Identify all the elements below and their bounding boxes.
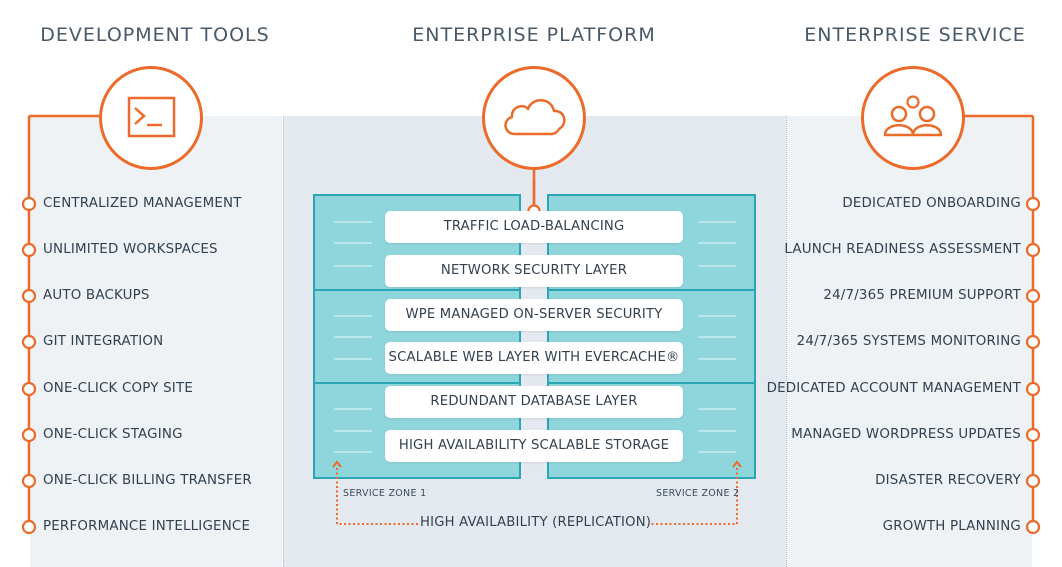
- feature-auto-backups: AUTO BACKUPS: [43, 288, 150, 303]
- bullet-icon: [1025, 473, 1041, 489]
- bullet-icon: [1025, 427, 1041, 443]
- bullet-icon: [21, 381, 37, 397]
- bullet-icon: [21, 427, 37, 443]
- bullet-icon: [1025, 196, 1041, 212]
- feature-disaster-recovery: DISASTER RECOVERY: [875, 473, 1021, 488]
- replication-label: HIGH AVAILABILITY (REPLICATION): [420, 515, 652, 530]
- bullet-icon: [21, 196, 37, 212]
- people-icon: [861, 66, 965, 170]
- feature-unlimited-workspaces: UNLIMITED WORKSPACES: [43, 242, 218, 257]
- layer-ha-storage: HIGH AVAILABILITY SCALABLE STORAGE: [385, 430, 683, 462]
- feature-centralized-management: CENTRALIZED MANAGEMENT: [43, 196, 242, 211]
- feature-dedicated-account-management: DEDICATED ACCOUNT MANAGEMENT: [766, 381, 1021, 396]
- bullet-icon: [1025, 334, 1041, 350]
- bullet-icon: [1025, 288, 1041, 304]
- service-zone-1-label: SERVICE ZONE 1: [343, 488, 427, 499]
- column-divider-right: [786, 116, 787, 567]
- feature-growth-planning: GROWTH PLANNING: [882, 519, 1021, 534]
- column-divider-left: [283, 116, 284, 567]
- feature-one-click-billing-transfer: ONE-CLICK BILLING TRANSFER: [43, 473, 252, 488]
- layer-scalable-web: SCALABLE WEB LAYER WITH EVERCACHE®: [385, 342, 683, 374]
- feature-one-click-staging: ONE-CLICK STAGING: [43, 427, 183, 442]
- bullet-icon: [21, 519, 37, 534]
- feature-dedicated-onboarding: DEDICATED ONBOARDING: [842, 196, 1021, 211]
- feature-premium-support: 24/7/365 PREMIUM SUPPORT: [823, 288, 1021, 303]
- bullet-icon: [1025, 242, 1041, 258]
- bullet-icon: [21, 334, 37, 350]
- terminal-icon: [99, 66, 203, 170]
- left-bullets: [21, 196, 37, 534]
- enterprise-service-panel: [787, 116, 1032, 567]
- development-tools-panel: [30, 116, 282, 567]
- feature-launch-readiness-assessment: LAUNCH READINESS ASSESSMENT: [784, 242, 1021, 257]
- bullet-icon: [1025, 519, 1041, 534]
- service-zone-2-label: SERVICE ZONE 2: [656, 488, 740, 499]
- bullet-icon: [21, 242, 37, 258]
- enterprise-platform-title: ENTERPRISE PLATFORM: [412, 24, 656, 46]
- feature-performance-intelligence: PERFORMANCE INTELLIGENCE: [43, 519, 251, 534]
- feature-git-integration: GIT INTEGRATION: [43, 334, 164, 349]
- bullet-icon: [1025, 381, 1041, 397]
- layer-wpe-managed-security: WPE MANAGED ON-SERVER SECURITY: [385, 299, 683, 331]
- cloud-icon: [482, 66, 586, 170]
- feature-managed-wordpress-updates: MANAGED WORDPRESS UPDATES: [791, 427, 1021, 442]
- replication-arrow-icons: [332, 460, 742, 468]
- layer-traffic-load-balancing: TRAFFIC LOAD-BALANCING: [385, 211, 683, 243]
- layer-network-security: NETWORK SECURITY LAYER: [385, 255, 683, 287]
- bullet-icon: [21, 288, 37, 304]
- layer-redundant-database: REDUNDANT DATABASE LAYER: [385, 386, 683, 418]
- bullet-icon: [21, 473, 37, 489]
- replication-connector: [336, 468, 738, 525]
- feature-one-click-copy-site: ONE-CLICK COPY SITE: [43, 381, 193, 396]
- feature-systems-monitoring: 24/7/365 SYSTEMS MONITORING: [796, 334, 1021, 349]
- development-tools-title: DEVELOPMENT TOOLS: [40, 24, 270, 46]
- enterprise-service-title: ENTERPRISE SERVICE: [804, 24, 1026, 46]
- right-bullets: [1025, 196, 1041, 534]
